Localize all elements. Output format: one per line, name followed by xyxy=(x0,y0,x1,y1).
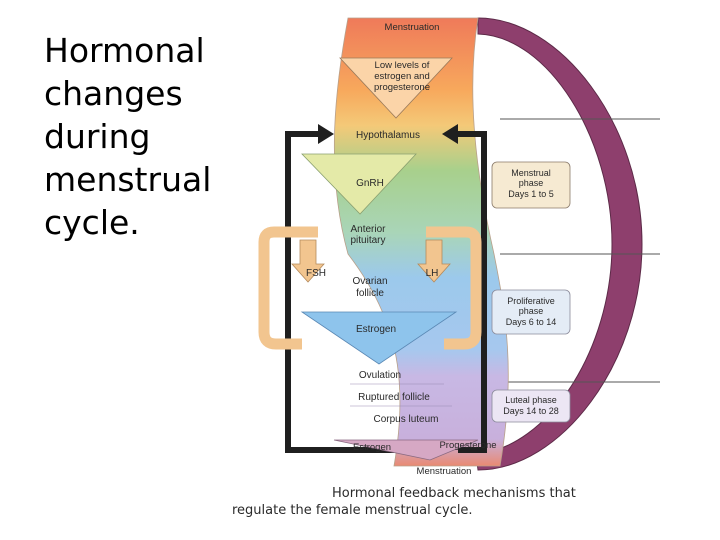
pituitary-feedback-loop xyxy=(426,226,482,350)
negative-feedback-loop xyxy=(285,131,440,453)
step-anterior-pituitary: Anterior xyxy=(350,224,386,235)
step-ovarian-follicle: follicle xyxy=(356,288,384,299)
title-line: during xyxy=(44,116,151,156)
pituitary-feedback-loop xyxy=(258,226,318,350)
fsh-arrow xyxy=(291,239,325,283)
step-low-levels: progesterone xyxy=(374,82,430,93)
step-menstruation-bottom: Menstruation xyxy=(417,466,472,477)
phase-luteal-days: Days 14 to 28 xyxy=(503,406,559,416)
phase-box-luteal xyxy=(491,389,571,423)
phase-proliferative-label: phase xyxy=(519,306,544,316)
outer-cycle-ring xyxy=(475,17,643,471)
title-line: changes xyxy=(44,73,183,113)
step-ruptured-follicle: Ruptured follicle xyxy=(358,392,430,403)
phase-luteal-label: Luteal phase xyxy=(505,395,557,405)
phase-proliferative-days: Days 6 to 14 xyxy=(506,317,557,327)
step-low-levels: estrogen and xyxy=(374,71,429,82)
step-lh: LH xyxy=(426,268,439,279)
step-progesterone: Progesterone xyxy=(439,440,496,451)
caption-line: Hormonal feedback mechanisms that xyxy=(332,486,576,501)
title-line: cycle. xyxy=(44,202,140,242)
step-menstruation-top: Menstruation xyxy=(385,22,440,33)
low-levels-arrow xyxy=(339,57,453,119)
step-hypothalamus: Hypothalamus xyxy=(356,130,420,141)
menstrual-cycle-diagram: Menstruation Low levels of estrogen and … xyxy=(258,17,660,477)
caption-line: regulate the female menstrual cycle. xyxy=(232,502,473,518)
phase-menstrual-label: phase xyxy=(519,178,544,188)
feedback-arrow-left xyxy=(318,124,334,144)
title-line: menstrual xyxy=(44,159,212,199)
phase-menstrual-days: Days 1 to 5 xyxy=(508,189,554,199)
step-estrogen: Estrogen xyxy=(356,324,396,335)
figure-caption: Hormonal feedback mechanisms that regula… xyxy=(232,486,702,520)
title-line: Hormonal xyxy=(44,31,205,70)
phase-menstrual-label: Menstrual xyxy=(511,168,551,178)
estrogen-arrow xyxy=(300,311,458,365)
step-anterior-pituitary: pituitary xyxy=(350,235,385,246)
estrogen-progesterone-arrow xyxy=(333,439,479,461)
negative-feedback-loop xyxy=(456,131,487,453)
step-fsh: FSH xyxy=(306,268,326,279)
feedback-arrow-right xyxy=(442,124,458,144)
step-gnrh: GnRH xyxy=(356,178,384,189)
step-ovulation: Ovulation xyxy=(359,370,401,381)
step-ovarian-follicle: Ovarian xyxy=(352,276,387,287)
phase-box-menstrual xyxy=(491,161,571,209)
gnrh-arrow xyxy=(301,153,417,215)
phase-proliferative-label: Proliferative xyxy=(507,296,555,306)
step-estrogen-bottom: Estrogen xyxy=(353,442,391,453)
step-low-levels: Low levels of xyxy=(375,60,430,71)
phase-box-proliferative xyxy=(491,289,571,335)
lh-arrow xyxy=(417,239,451,283)
slide-title: Hormonal changes during menstrual cycle. xyxy=(44,30,244,244)
step-corpus-luteum: Corpus luteum xyxy=(373,414,438,425)
